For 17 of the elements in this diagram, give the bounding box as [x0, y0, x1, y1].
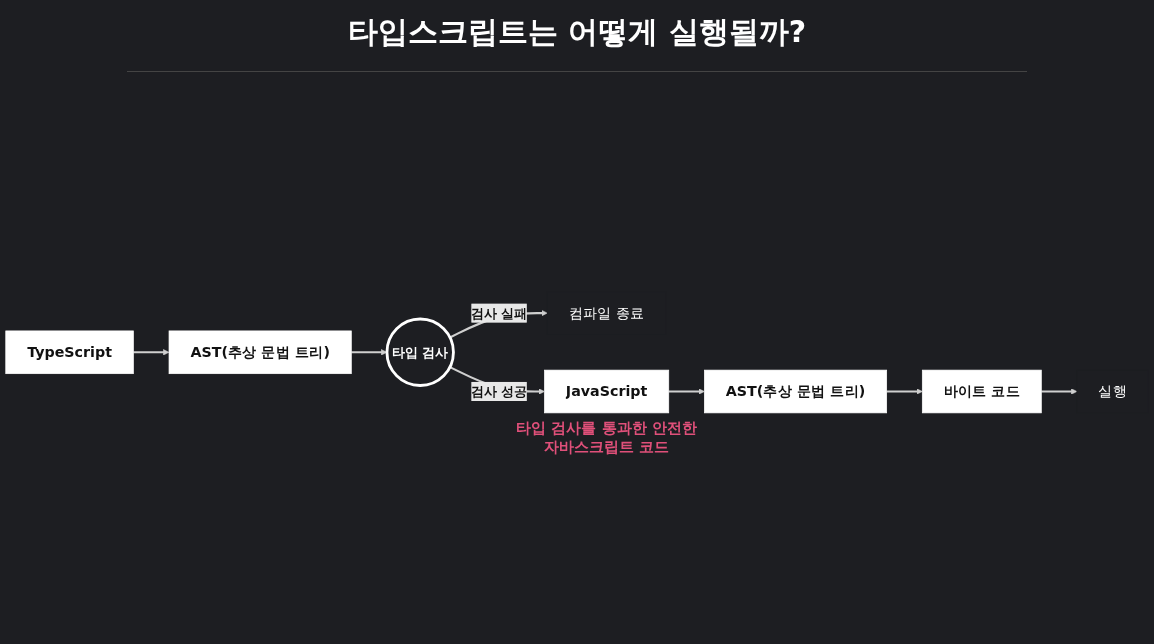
arrow	[133, 348, 170, 356]
node-box: AST(추상 문법 트리)	[704, 369, 888, 413]
node-circle: 타입 검사	[385, 317, 455, 387]
arrow	[668, 388, 705, 395]
title: 타입스크립트는 어떻게 실행될까?	[346, 13, 808, 51]
node-box: 바이트 코드	[921, 369, 1042, 413]
node-box: JavaScript	[544, 369, 670, 413]
arrow	[886, 388, 923, 395]
edge-label: 검사 실패	[471, 305, 528, 321]
arrow	[351, 348, 388, 356]
node-label: 타입 검사를 통과한 안전한 자바스크립트 코드	[515, 418, 698, 457]
node-text: 컴파일 종료	[568, 304, 645, 322]
edge-label: 검사 성공	[471, 383, 528, 399]
node-box: TypeScript	[5, 330, 134, 374]
node-text: 실행	[1098, 382, 1127, 400]
arrow	[1041, 388, 1078, 395]
node-box: AST(추상 문법 트리)	[168, 330, 352, 374]
